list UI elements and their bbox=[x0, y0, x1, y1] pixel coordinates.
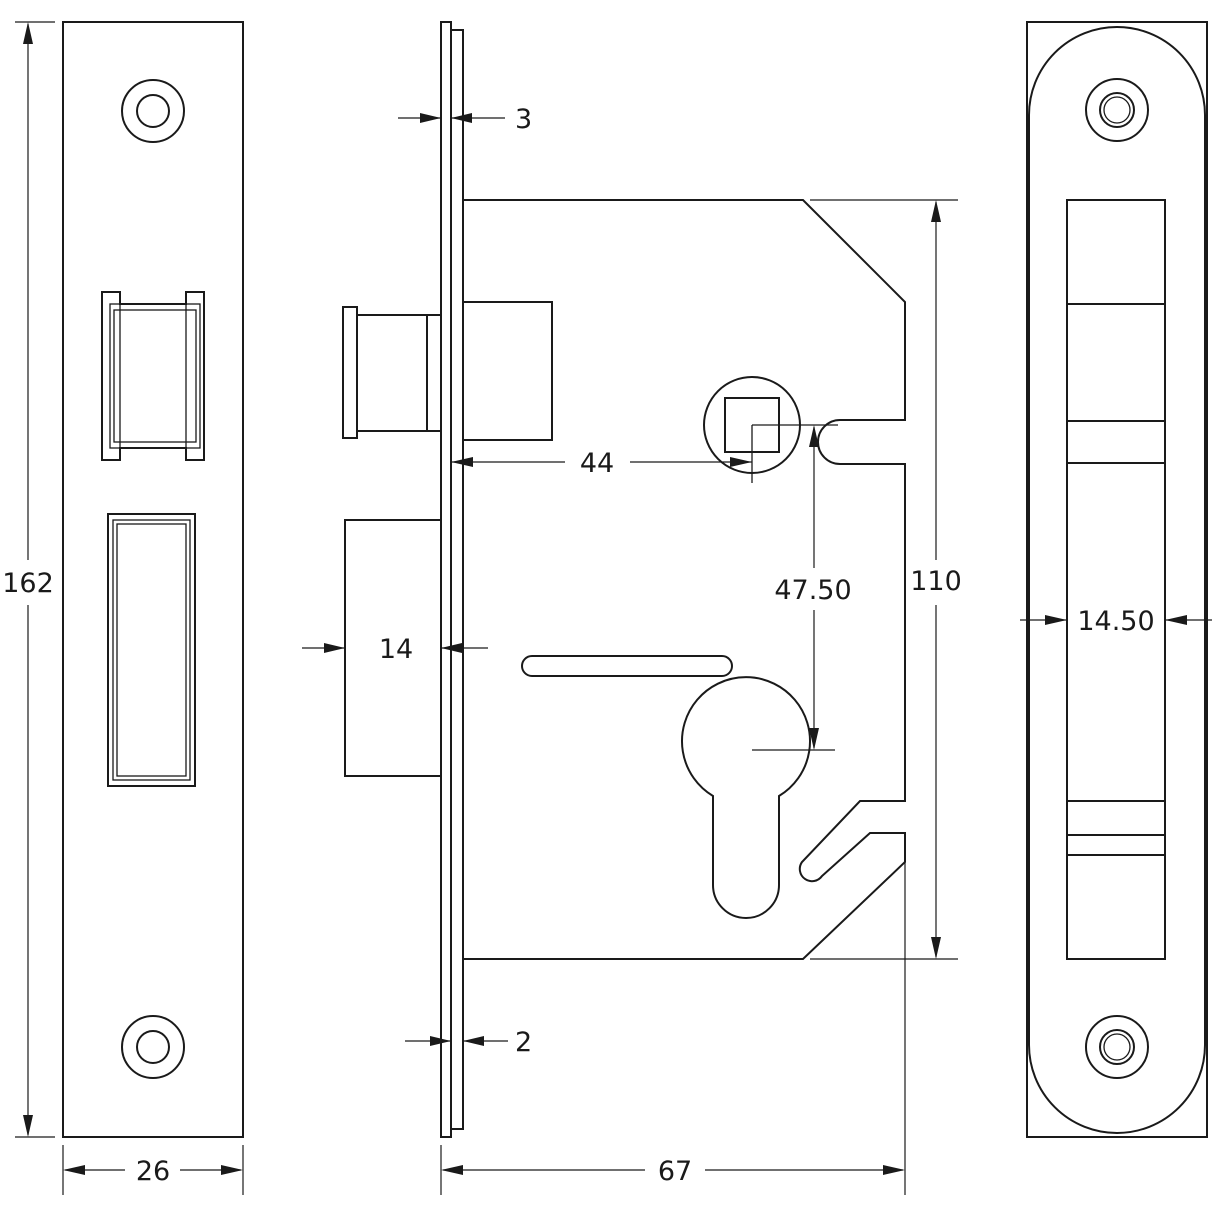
dimension-forend-thickness: 3 bbox=[398, 104, 532, 135]
strike-outer-frame bbox=[1026, 21, 1208, 1138]
latch-opening bbox=[101, 291, 205, 461]
strike-slot bbox=[1066, 199, 1166, 960]
dimension-strike-slot-width: 14.50 bbox=[1020, 606, 1212, 637]
dim-case-height-label: 110 bbox=[910, 566, 962, 597]
dimension-case-height: 110 bbox=[810, 199, 962, 960]
forend-bottom-screw-hole bbox=[121, 1015, 185, 1079]
strike-radiused-plate bbox=[1028, 26, 1206, 1134]
forend-plate bbox=[62, 21, 244, 1138]
dimension-forend-height: 162 bbox=[2, 21, 55, 1138]
dim-faceplate-thickness-label: 2 bbox=[515, 1027, 532, 1058]
dim-bolt-throw-label: 14 bbox=[379, 634, 413, 665]
dimension-backset: 44 bbox=[451, 424, 800, 483]
dimension-forend-width: 26 bbox=[62, 1145, 244, 1195]
faceplate-strip bbox=[450, 29, 464, 1130]
dim-centres-label: 47.50 bbox=[774, 575, 851, 606]
dim-forend-width-label: 26 bbox=[136, 1156, 170, 1187]
strike-bottom-screw-hole bbox=[1085, 1015, 1149, 1079]
latch-bolt bbox=[342, 301, 553, 441]
strike-top-screw-hole bbox=[1085, 78, 1149, 142]
case-slot bbox=[521, 655, 733, 677]
dim-case-depth-label: 67 bbox=[658, 1156, 692, 1187]
dim-strike-slot-width-label: 14.50 bbox=[1077, 606, 1154, 637]
forend-front-view bbox=[62, 21, 244, 1138]
dimension-case-depth: 67 bbox=[440, 862, 906, 1195]
dimension-faceplate-thickness: 2 bbox=[405, 1027, 532, 1058]
euro-cylinder-hole bbox=[681, 676, 811, 919]
strike-plate-view bbox=[1026, 21, 1208, 1138]
lock-case bbox=[463, 199, 906, 960]
dim-forend-height-label: 162 bbox=[2, 568, 54, 599]
deadbolt-opening bbox=[107, 513, 196, 787]
forend-top-screw-hole bbox=[121, 79, 185, 143]
dimension-bolt-throw: 14 bbox=[302, 634, 488, 665]
dim-backset-label: 44 bbox=[580, 448, 614, 479]
dimension-centres: 47.50 bbox=[752, 424, 852, 751]
dim-forend-thickness-label: 3 bbox=[515, 104, 532, 135]
forend-strip bbox=[440, 21, 452, 1138]
